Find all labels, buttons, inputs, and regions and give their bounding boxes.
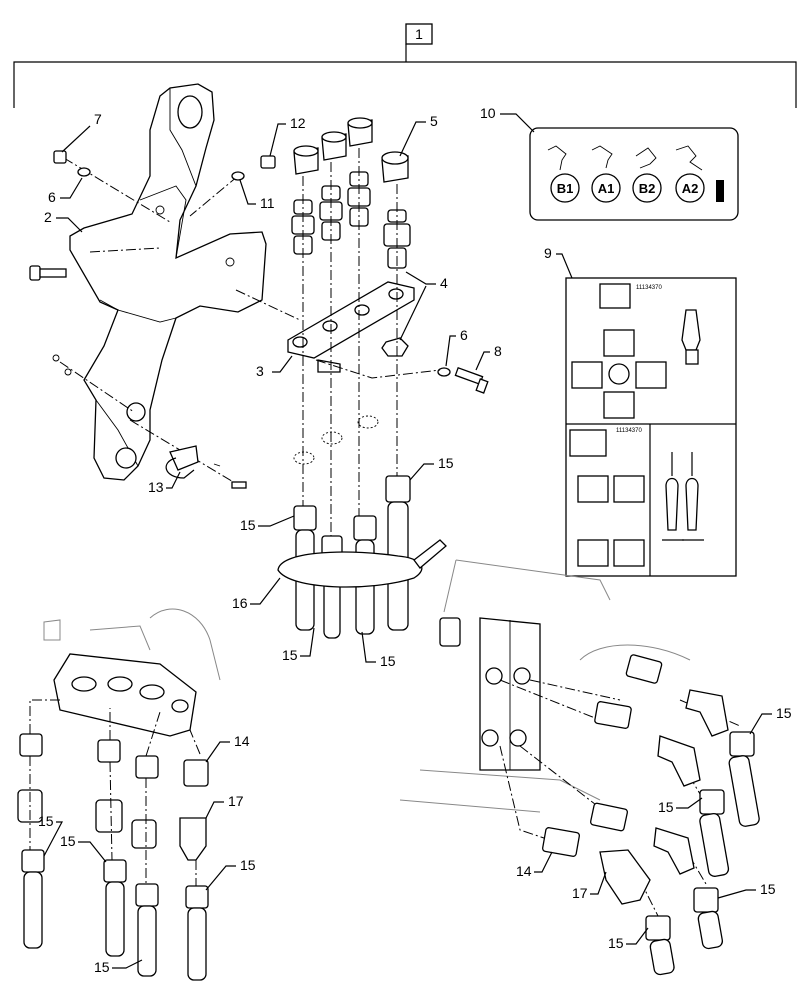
pin-small	[52, 354, 72, 376]
decal-10: B1 A1 B2 A2	[529, 127, 739, 221]
callout-15-l: 15	[608, 935, 624, 951]
callout-17-right: 17	[572, 885, 588, 901]
callout-15-e: 15	[38, 813, 54, 829]
decal-part-number-top: 11134370	[636, 285, 662, 291]
loader-mount-bracket	[69, 83, 267, 481]
callout-4: 4	[440, 275, 448, 291]
callout-7: 7	[94, 111, 102, 127]
dust-cap-1	[293, 145, 319, 175]
callout-5: 5	[430, 113, 438, 129]
assembly-bracket: 1	[13, 23, 797, 108]
callout-15-a: 15	[438, 455, 454, 471]
callout-15-k: 15	[760, 881, 776, 897]
clip-13	[165, 445, 247, 489]
callout-15-f: 15	[60, 833, 76, 849]
lower-right-detail	[399, 559, 760, 976]
washer-11	[231, 171, 245, 181]
dust-cap-5	[381, 151, 409, 183]
decal-label-a2: A2	[682, 181, 699, 196]
callout-3: 3	[256, 363, 264, 379]
callout-15-b: 15	[240, 517, 256, 533]
callout-16: 16	[232, 595, 248, 611]
callout-11: 11	[260, 195, 275, 211]
callout-15-h: 15	[94, 959, 110, 975]
decal-label-b2: B2	[639, 181, 656, 196]
callout-2: 2	[44, 209, 52, 225]
callout-labels: 7 6 2 12 11 5 4 3 6 8 10 9 13 15 15 16	[38, 105, 792, 975]
callout-15-c: 15	[282, 647, 298, 663]
callout-1: 1	[415, 26, 423, 42]
decal-part-number-bottom: 11134370	[616, 428, 642, 434]
bolt-left	[29, 265, 67, 281]
callout-10: 10	[480, 105, 496, 121]
star-washers	[293, 415, 379, 465]
callout-6-left: 6	[48, 189, 56, 205]
washer-6-right	[437, 367, 451, 377]
coupler-plate	[287, 281, 415, 373]
decal-9: 11134370 11134370	[565, 277, 737, 577]
nut-4	[381, 337, 409, 357]
dust-cap-2	[321, 131, 347, 161]
decal-label-a1: A1	[598, 181, 615, 196]
callout-15-j: 15	[658, 799, 674, 815]
callout-17-left: 17	[228, 793, 244, 809]
callout-15-g: 15	[240, 857, 256, 873]
callout-15-i: 15	[776, 705, 792, 721]
lower-left-detail	[17, 608, 221, 981]
nut-7	[53, 150, 67, 164]
callout-14-left: 14	[234, 733, 250, 749]
nut-12	[260, 155, 276, 169]
bolt-8	[454, 366, 489, 394]
callout-13: 13	[148, 479, 164, 495]
washer-6-left	[77, 167, 91, 177]
callout-6-right: 6	[460, 327, 468, 343]
dust-cap-3	[347, 117, 373, 147]
callout-14-right: 14	[516, 863, 532, 879]
callout-8: 8	[494, 343, 502, 359]
decal-label-b1: B1	[557, 181, 574, 196]
callout-15-d: 15	[380, 653, 396, 669]
callout-12: 12	[290, 115, 306, 131]
hose-bundle	[277, 475, 447, 639]
callout-9: 9	[544, 245, 552, 261]
